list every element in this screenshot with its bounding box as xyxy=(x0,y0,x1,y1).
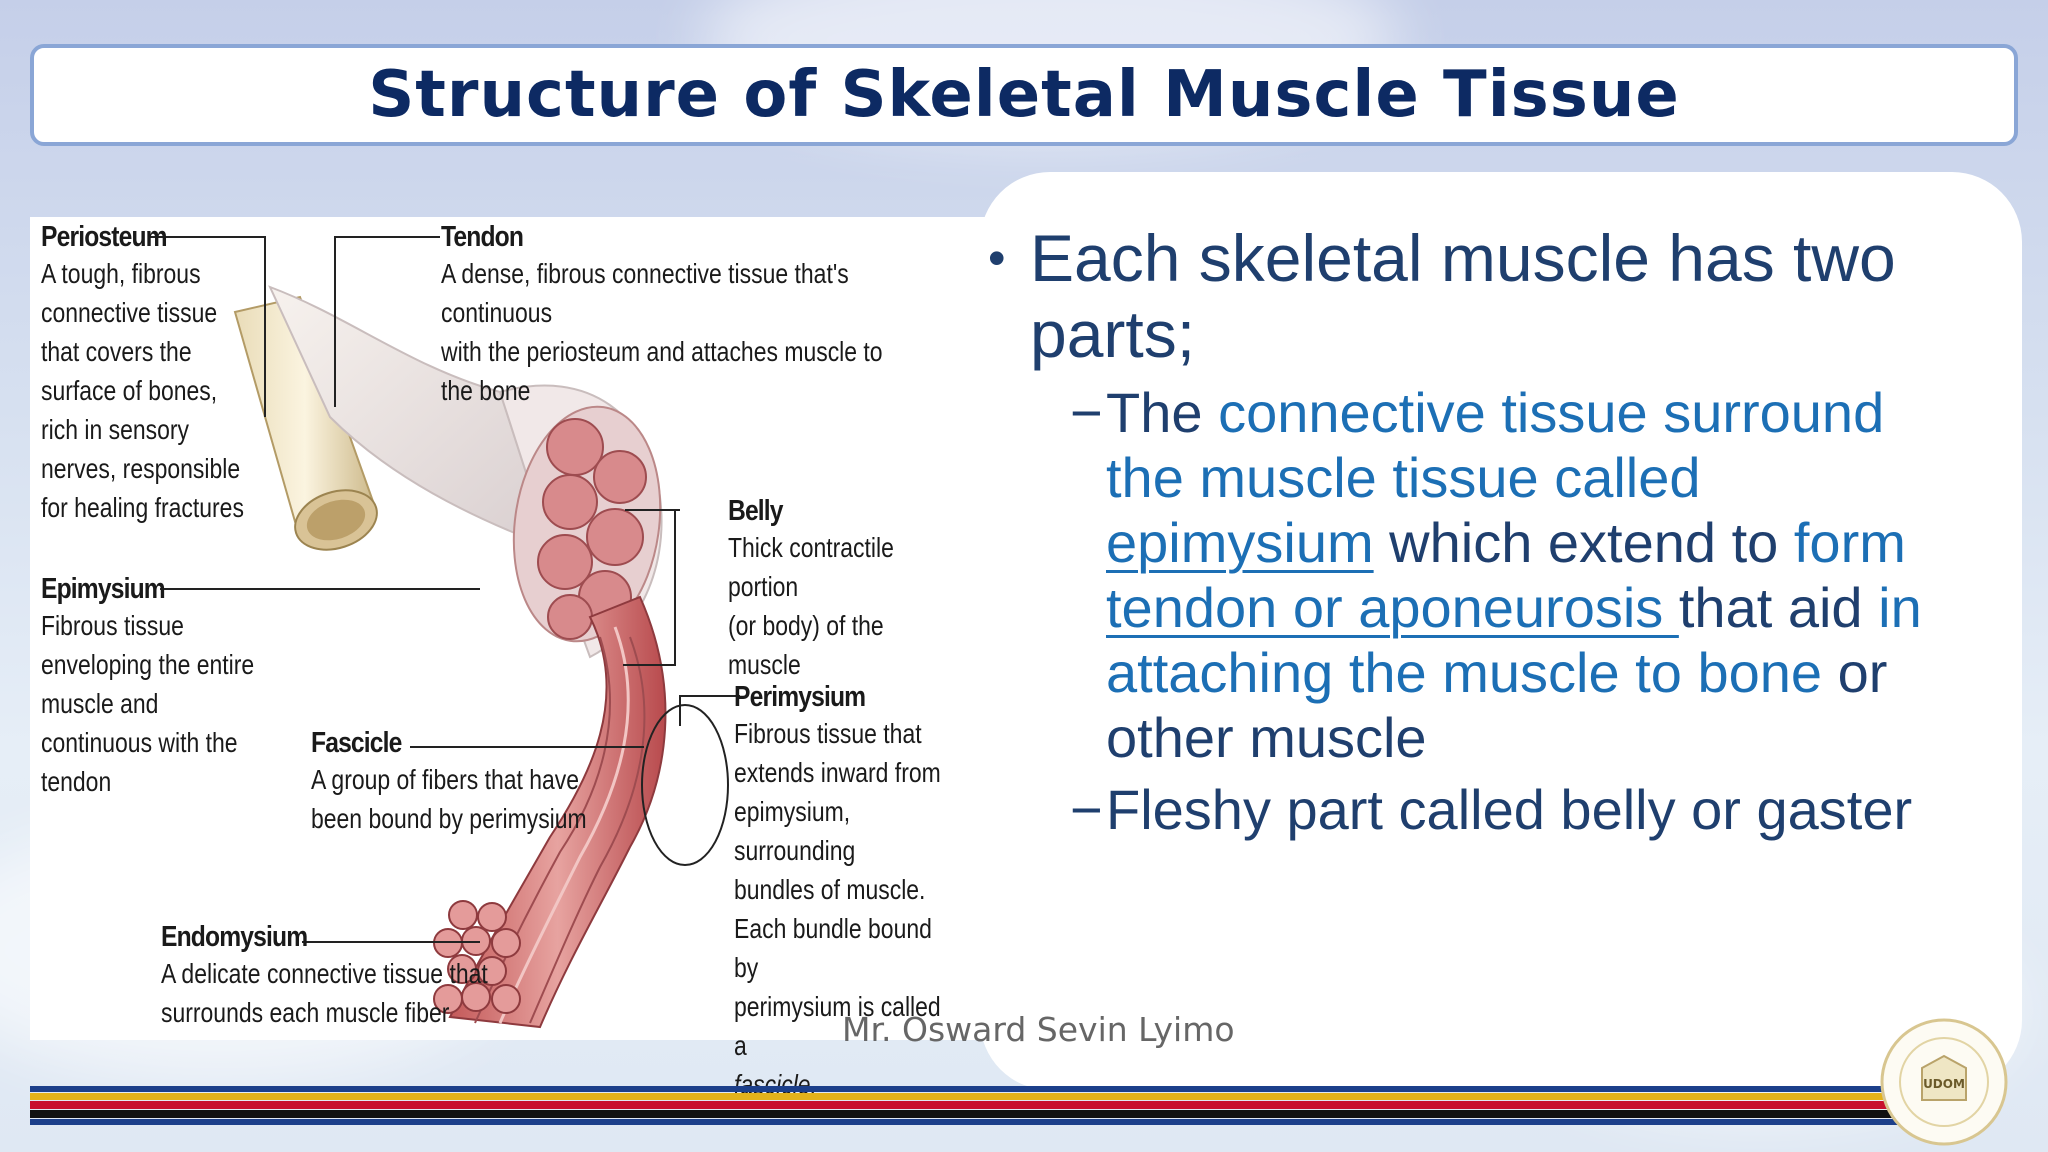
label-belly-heading: Belly xyxy=(728,495,784,527)
text-segment-highlight: in attaching the muscle to bone xyxy=(1106,576,1922,704)
text-segment: which extend to xyxy=(1373,511,1794,574)
label-periosteum: Periosteum A tough, fibrous connective t… xyxy=(41,221,288,527)
label-perimysium-desc: Fibrous tissue that extends inward from … xyxy=(734,714,944,1104)
sub-bullet-text: The connective tissue surround the muscl… xyxy=(1070,380,1970,770)
epimysium-link[interactable]: epimysium xyxy=(1106,511,1374,574)
muscle-anatomy-figure: Periosteum A tough, fibrous connective t… xyxy=(30,217,990,1100)
label-fascicle-desc: A group of fibers that have been bound b… xyxy=(311,764,587,834)
label-perimysium: Perimysium Fibrous tissue that extends i… xyxy=(734,681,990,1104)
label-epimysium: Epimysium Fibrous tissue enveloping the … xyxy=(41,573,301,801)
label-perimysium-desc-text: Fibrous tissue that extends inward from … xyxy=(734,718,941,1061)
text-segment: that aid xyxy=(1678,576,1879,639)
label-epimysium-heading: Epimysium xyxy=(41,573,166,605)
text-segment-highlight: form xyxy=(1793,511,1906,574)
fascicle-shape xyxy=(433,595,729,1029)
label-endomysium: Endomysium A delicate connective tissue … xyxy=(161,921,559,1032)
label-periosteum-heading: Periosteum xyxy=(41,221,168,253)
sub-bullet-text: Fleshy part called belly or gaster xyxy=(1106,778,1913,841)
leader-lines xyxy=(150,236,740,943)
label-tendon-heading: Tendon xyxy=(441,221,524,253)
label-perimysium-heading: Perimysium xyxy=(734,681,866,713)
label-endomysium-desc: A delicate connective tissue that surrou… xyxy=(161,958,488,1028)
bone-shape xyxy=(233,295,378,551)
text-panel xyxy=(980,172,2022,1090)
text-segment-highlight: connective tissue surround the muscle ti… xyxy=(1106,381,1885,509)
footer-stripe xyxy=(30,1093,1930,1100)
footer-stripe xyxy=(30,1119,1930,1125)
title-box: Structure of Skeletal Muscle Tissue xyxy=(30,44,2018,146)
label-endomysium-heading: Endomysium xyxy=(161,921,308,953)
text-segment: or other muscle xyxy=(1106,641,1888,769)
footer-stripe xyxy=(30,1110,1930,1118)
text-segment: The xyxy=(1106,381,1219,444)
footer-stripe xyxy=(30,1086,1930,1092)
author-name: Mr. Osward Sevin Lyimo xyxy=(842,1010,1235,1049)
label-tendon: Tendon A dense, fibrous connective tissu… xyxy=(441,221,990,410)
bullet-main-text: Each skeletal muscle has two parts; xyxy=(1030,221,1896,371)
sub-bullet-dash: − xyxy=(1070,381,1103,444)
bullet-dot: • xyxy=(988,230,1006,286)
label-periosteum-desc: A tough, fibrous connective tissue that … xyxy=(41,258,244,523)
label-belly-desc: Thick contractile portion (or body) of t… xyxy=(728,532,894,680)
muscle-illustration xyxy=(150,236,740,1029)
bullet-main: • Each skeletal muscle has two parts; xyxy=(988,220,1998,372)
label-belly: Belly Thick contractile portion (or body… xyxy=(728,495,990,684)
sub-bullet-dash: − xyxy=(1070,778,1103,841)
label-fascicle: Fascicle A group of fibers that have bee… xyxy=(311,727,647,838)
tendon-aponeurosis-link[interactable]: tendon or aponeurosis xyxy=(1106,576,1679,639)
sub-bullet-connective-tissue: − The connective tissue surround the mus… xyxy=(1070,380,1970,770)
label-epimysium-desc: Fibrous tissue enveloping the entire mus… xyxy=(41,610,255,797)
footer-stripe xyxy=(30,1101,1930,1109)
label-fascicle-heading: Fascicle xyxy=(311,727,402,759)
label-tendon-desc: A dense, fibrous connective tissue that'… xyxy=(441,258,883,406)
sub-bullet-belly: − Fleshy part called belly or gaster xyxy=(1070,777,1970,842)
seal-logo-text: UDOM xyxy=(1923,1077,1965,1091)
slide-title: Structure of Skeletal Muscle Tissue xyxy=(368,58,1680,132)
university-seal-logo: UDOM xyxy=(1880,1018,2008,1146)
